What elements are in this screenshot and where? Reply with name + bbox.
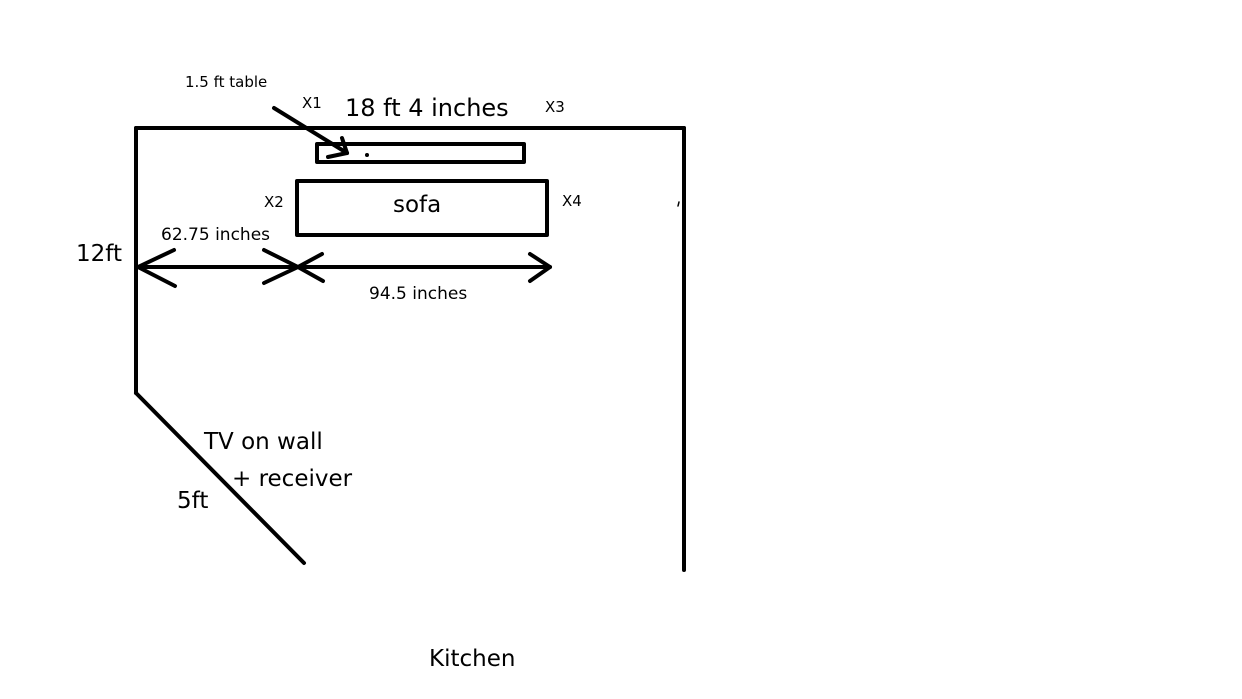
left-gap-label: 62.75 inches: [161, 225, 271, 245]
receiver-label: + receiver: [232, 466, 353, 492]
table-pointer-arrow: [272, 106, 349, 159]
stray-mark: [677, 201, 680, 207]
sofa-width-dimension-arrow: [296, 252, 552, 283]
corner-label-x1: X1: [302, 94, 322, 112]
corner-label-x2: X2: [264, 193, 284, 211]
diagonal-tv-wall: [134, 391, 306, 565]
kitchen-label: Kitchen: [429, 646, 516, 672]
corner-label-x4: X4: [562, 192, 582, 210]
left-gap-dimension-arrow: [136, 248, 300, 288]
tv-wall-label: TV on wall: [204, 429, 323, 455]
table-label: 1.5 ft table: [185, 73, 268, 91]
table-rect: [315, 142, 526, 164]
sofa-rect: [295, 179, 549, 237]
corner-label-x3: X3: [545, 98, 565, 116]
left-wall-length-label: 12ft: [76, 241, 122, 267]
top-wall-length-label: 18 ft 4 inches: [345, 94, 509, 122]
table-dot: [365, 153, 369, 157]
diagonal-wall-length-label: 5ft: [177, 488, 209, 514]
sofa-width-label: 94.5 inches: [369, 284, 468, 304]
sofa-label: sofa: [393, 192, 442, 218]
